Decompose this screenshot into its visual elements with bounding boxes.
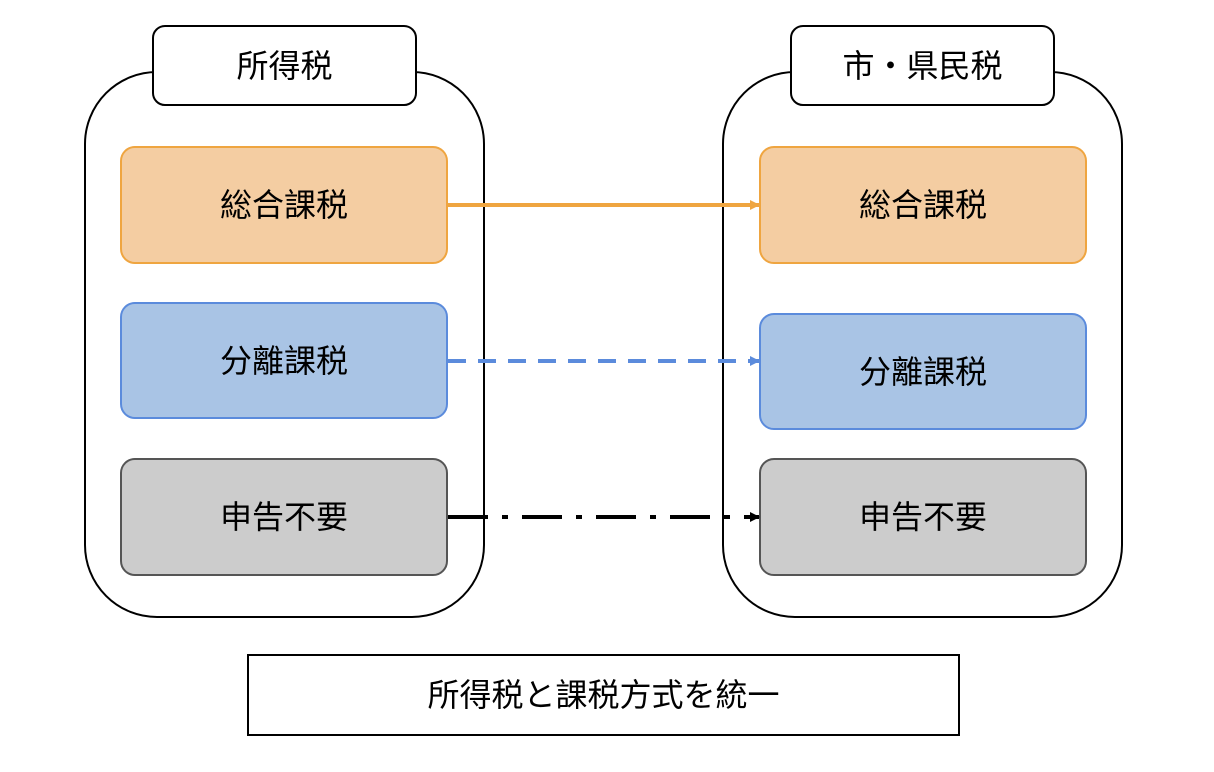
right-group-title-box (790, 25, 1055, 106)
right-box-general-label: 総合課税 (859, 186, 987, 224)
right-box-separate-label: 分離課税 (859, 353, 987, 391)
left-box-separate (120, 302, 448, 419)
left-box-separate-label: 分離課税 (220, 342, 348, 380)
right-box-separate (759, 313, 1087, 430)
left-box-not-required-label: 申告不要 (220, 498, 348, 536)
right-box-not-required-label: 申告不要 (859, 498, 987, 536)
right-group: 市・県民税 総合課税 分離課税 申告不要 (722, 25, 1123, 618)
right-box-not-required (759, 458, 1087, 576)
left-box-not-required (120, 458, 448, 576)
footer: 所得税と課税方式を統一 (247, 654, 960, 736)
right-group-title: 市・県民税 (842, 47, 1002, 85)
left-group: 所得税 総合課税 分離課税 申告不要 (84, 25, 485, 618)
left-group-title-box (152, 25, 417, 106)
footer-caption: 所得税と課税方式を統一 (427, 676, 779, 714)
left-box-general (120, 146, 448, 264)
footer-caption-box (247, 654, 960, 736)
right-box-general (759, 146, 1087, 264)
left-box-general-label: 総合課税 (220, 186, 348, 224)
left-group-title: 所得税 (236, 47, 332, 85)
